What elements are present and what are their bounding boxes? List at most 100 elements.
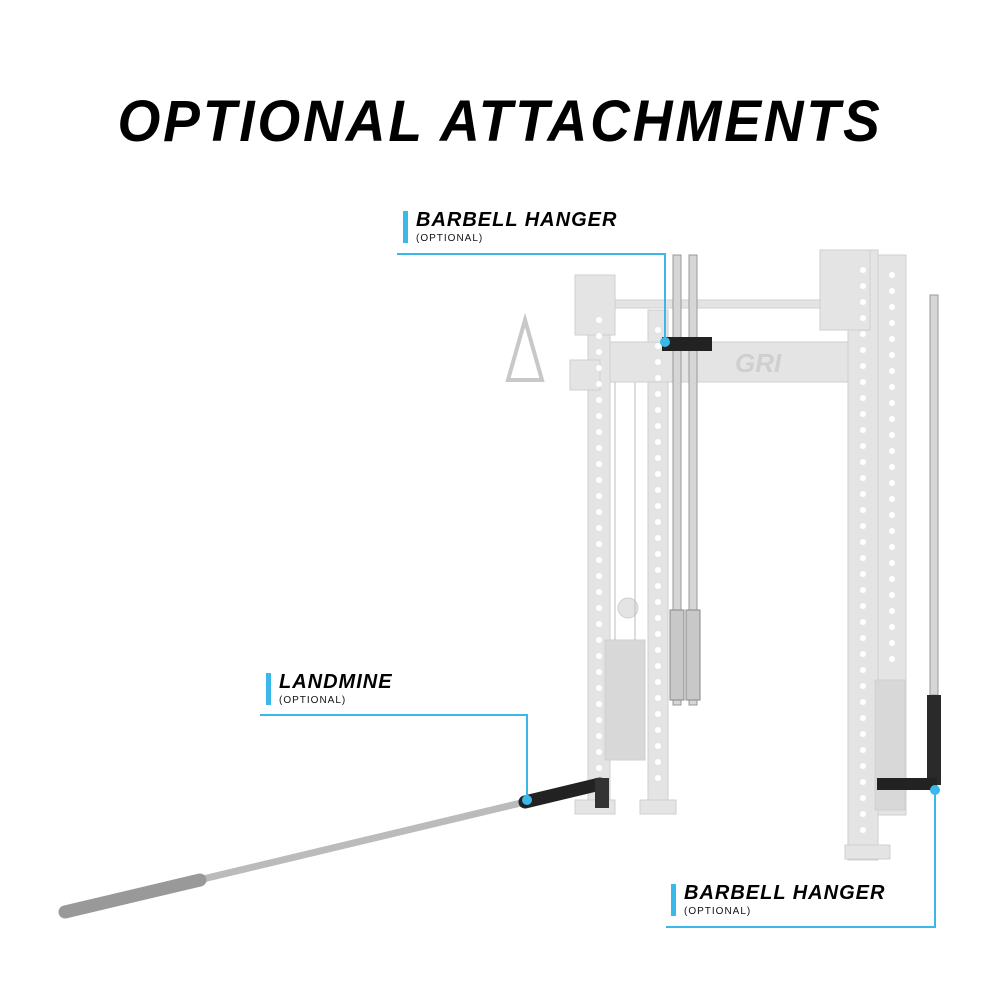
- hole: [860, 523, 866, 529]
- hole: [889, 272, 895, 278]
- hole: [860, 507, 866, 513]
- hanger-barbells: [662, 254, 941, 790]
- hole: [655, 375, 661, 381]
- callout-dots: [522, 337, 940, 805]
- hole: [655, 423, 661, 429]
- hole: [596, 461, 602, 467]
- hole: [596, 445, 602, 451]
- hole: [655, 503, 661, 509]
- frame-logo: GRI: [735, 348, 782, 378]
- hole: [860, 699, 866, 705]
- hole: [596, 557, 602, 563]
- hole: [889, 464, 895, 470]
- hole: [655, 535, 661, 541]
- hole: [860, 363, 866, 369]
- hole: [596, 701, 602, 707]
- hole: [860, 603, 866, 609]
- hole: [596, 381, 602, 387]
- accent-bar: [266, 673, 271, 705]
- hole: [860, 811, 866, 817]
- hole: [596, 429, 602, 435]
- callout-landmine: LANDMINE (OPTIONAL): [266, 671, 393, 707]
- hole: [596, 653, 602, 659]
- hole: [860, 619, 866, 625]
- hole: [860, 315, 866, 321]
- hole: [655, 775, 661, 781]
- hole: [860, 379, 866, 385]
- hole: [655, 327, 661, 333]
- hole: [655, 711, 661, 717]
- hole: [889, 640, 895, 646]
- hole: [596, 621, 602, 627]
- hole: [860, 715, 866, 721]
- hole: [596, 525, 602, 531]
- hole: [655, 759, 661, 765]
- hole: [596, 733, 602, 739]
- rack-frame: [505, 249, 907, 861]
- hole: [889, 336, 895, 342]
- hole: [860, 443, 866, 449]
- hole: [889, 352, 895, 358]
- hole: [889, 560, 895, 566]
- hole: [655, 663, 661, 669]
- hole: [655, 695, 661, 701]
- accent-bar: [403, 211, 408, 243]
- hole: [596, 717, 602, 723]
- hole: [860, 331, 866, 337]
- hole: [889, 448, 895, 454]
- hole: [655, 391, 661, 397]
- hole: [860, 779, 866, 785]
- hole: [655, 647, 661, 653]
- landmine-barbell: [58, 777, 609, 919]
- hole: [860, 651, 866, 657]
- hole: [655, 583, 661, 589]
- hole: [860, 763, 866, 769]
- hole: [655, 407, 661, 413]
- hole: [596, 573, 602, 579]
- hole: [889, 512, 895, 518]
- hole: [889, 544, 895, 550]
- hole: [889, 656, 895, 662]
- hole: [889, 416, 895, 422]
- hole: [860, 635, 866, 641]
- hole: [889, 320, 895, 326]
- hole: [860, 827, 866, 833]
- hole: [655, 727, 661, 733]
- hole: [596, 493, 602, 499]
- hole: [596, 589, 602, 595]
- upright-holes: /* placeholder */: [596, 267, 895, 833]
- hole: [860, 267, 866, 273]
- hole: [860, 539, 866, 545]
- hole: [860, 411, 866, 417]
- hole: [655, 599, 661, 605]
- hole: [860, 795, 866, 801]
- hole: [860, 283, 866, 289]
- hole: [889, 400, 895, 406]
- hole: [655, 439, 661, 445]
- hole: [889, 528, 895, 534]
- hole: [889, 368, 895, 374]
- hole: [655, 343, 661, 349]
- callout-lines: [260, 253, 936, 928]
- hole: [889, 480, 895, 486]
- callout-barbell-hanger-bottom: BARBELL HANGER (OPTIONAL): [671, 882, 885, 918]
- hole: [596, 637, 602, 643]
- hole: [889, 304, 895, 310]
- hole: [596, 541, 602, 547]
- hole: [596, 749, 602, 755]
- hole: [860, 427, 866, 433]
- hole: [596, 509, 602, 515]
- hole: [889, 384, 895, 390]
- hole: [596, 365, 602, 371]
- hole: [860, 475, 866, 481]
- page-title: OPTIONAL ATTACHMENTS: [117, 89, 883, 154]
- hole: [655, 551, 661, 557]
- hole: [889, 496, 895, 502]
- hole: [655, 631, 661, 637]
- hole: [655, 471, 661, 477]
- hole: [596, 397, 602, 403]
- hole: [889, 288, 895, 294]
- hole: [860, 571, 866, 577]
- hole: [889, 624, 895, 630]
